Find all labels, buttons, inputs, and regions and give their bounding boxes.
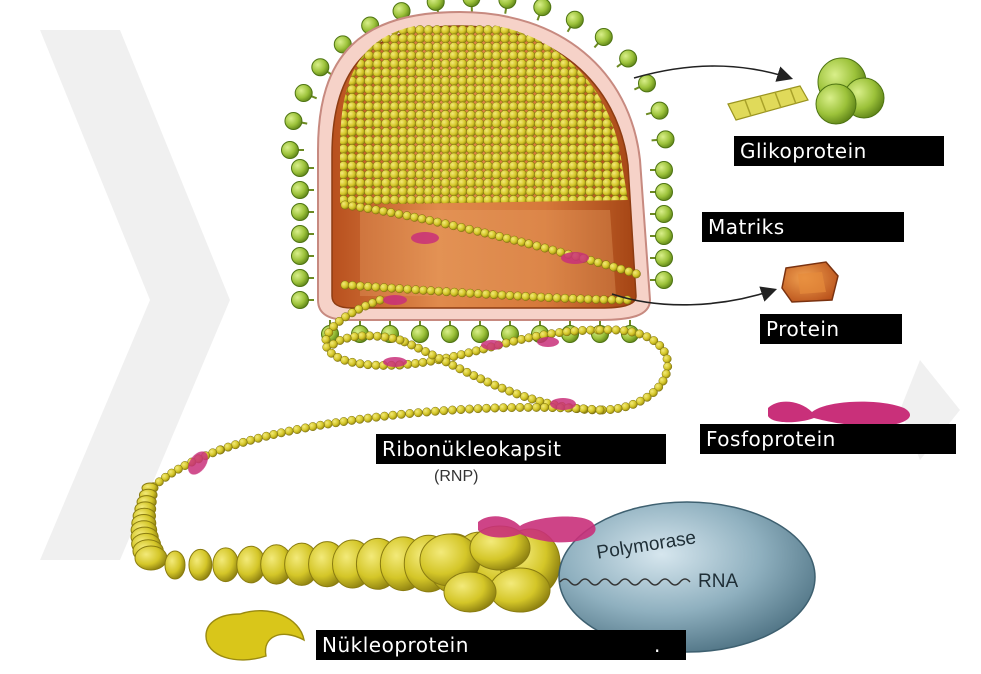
glycoprotein-spike-head — [656, 228, 673, 245]
glycoprotein-spike-head — [463, 0, 480, 7]
glycoprotein-spike-head — [651, 102, 668, 119]
glycoprotein-spike-head — [427, 0, 444, 10]
label-nukleoprotein: Nükleoprotein . — [316, 630, 686, 660]
glycoprotein-spike-head — [292, 270, 309, 287]
virion-body — [318, 12, 650, 320]
glycoprotein-spike-head — [499, 0, 516, 8]
glycoprotein-spike-head — [312, 59, 329, 76]
glycoprotein-spike-head — [292, 182, 309, 199]
arrow-to-glycoprotein — [634, 66, 790, 78]
glycoprotein-spike-head — [292, 160, 309, 177]
glycoprotein-spike-head — [292, 248, 309, 265]
glycoprotein-spike-head — [656, 272, 673, 289]
glycoprotein-spike-head — [656, 206, 673, 223]
nucleoprotein-tail — [131, 483, 560, 612]
glycoprotein-spike-head — [595, 29, 612, 46]
glycoprotein-spike-head — [656, 162, 673, 179]
label-protein: Protein — [760, 314, 902, 344]
glycoprotein-spike-head — [295, 85, 312, 102]
glycoprotein-icon — [728, 58, 884, 124]
glycoprotein-spike-head — [285, 112, 302, 129]
glycoprotein-spike-head — [656, 250, 673, 267]
glycoprotein-spike-head — [412, 326, 429, 343]
glycoprotein-spike-head — [657, 131, 674, 148]
glycoprotein-spike-head — [442, 326, 459, 343]
rna-label: RNA — [698, 571, 738, 592]
glycoprotein-spike-head — [282, 142, 299, 159]
nucleoprotein-icon — [206, 611, 304, 660]
glycoprotein-spike-head — [472, 326, 489, 343]
nukleoprotein-dot: . — [654, 630, 661, 660]
glycoprotein-spike-head — [534, 0, 551, 16]
glycoprotein-spike-head — [566, 11, 583, 28]
glycoprotein-spike-head — [292, 292, 309, 309]
phosphoprotein-icon — [768, 402, 910, 427]
glycoprotein-spike-head — [656, 184, 673, 201]
label-ribonukleokapsit: Ribonükleokapsit — [376, 434, 666, 464]
nukleoprotein-text: Nükleoprotein — [322, 633, 469, 657]
glycoprotein-spike-head — [620, 50, 637, 67]
glycoprotein-spike-head — [638, 75, 655, 92]
glycoprotein-spike-head — [292, 204, 309, 221]
label-fosfoprotein: Fosfoprotein — [700, 424, 956, 454]
glycoprotein-spike-head — [292, 226, 309, 243]
label-matriks: Matriks — [702, 212, 904, 242]
label-glikoprotein: Glikoprotein — [734, 136, 944, 166]
matrix-protein-icon — [782, 262, 838, 302]
label-rnp: (RNP) — [434, 468, 478, 486]
